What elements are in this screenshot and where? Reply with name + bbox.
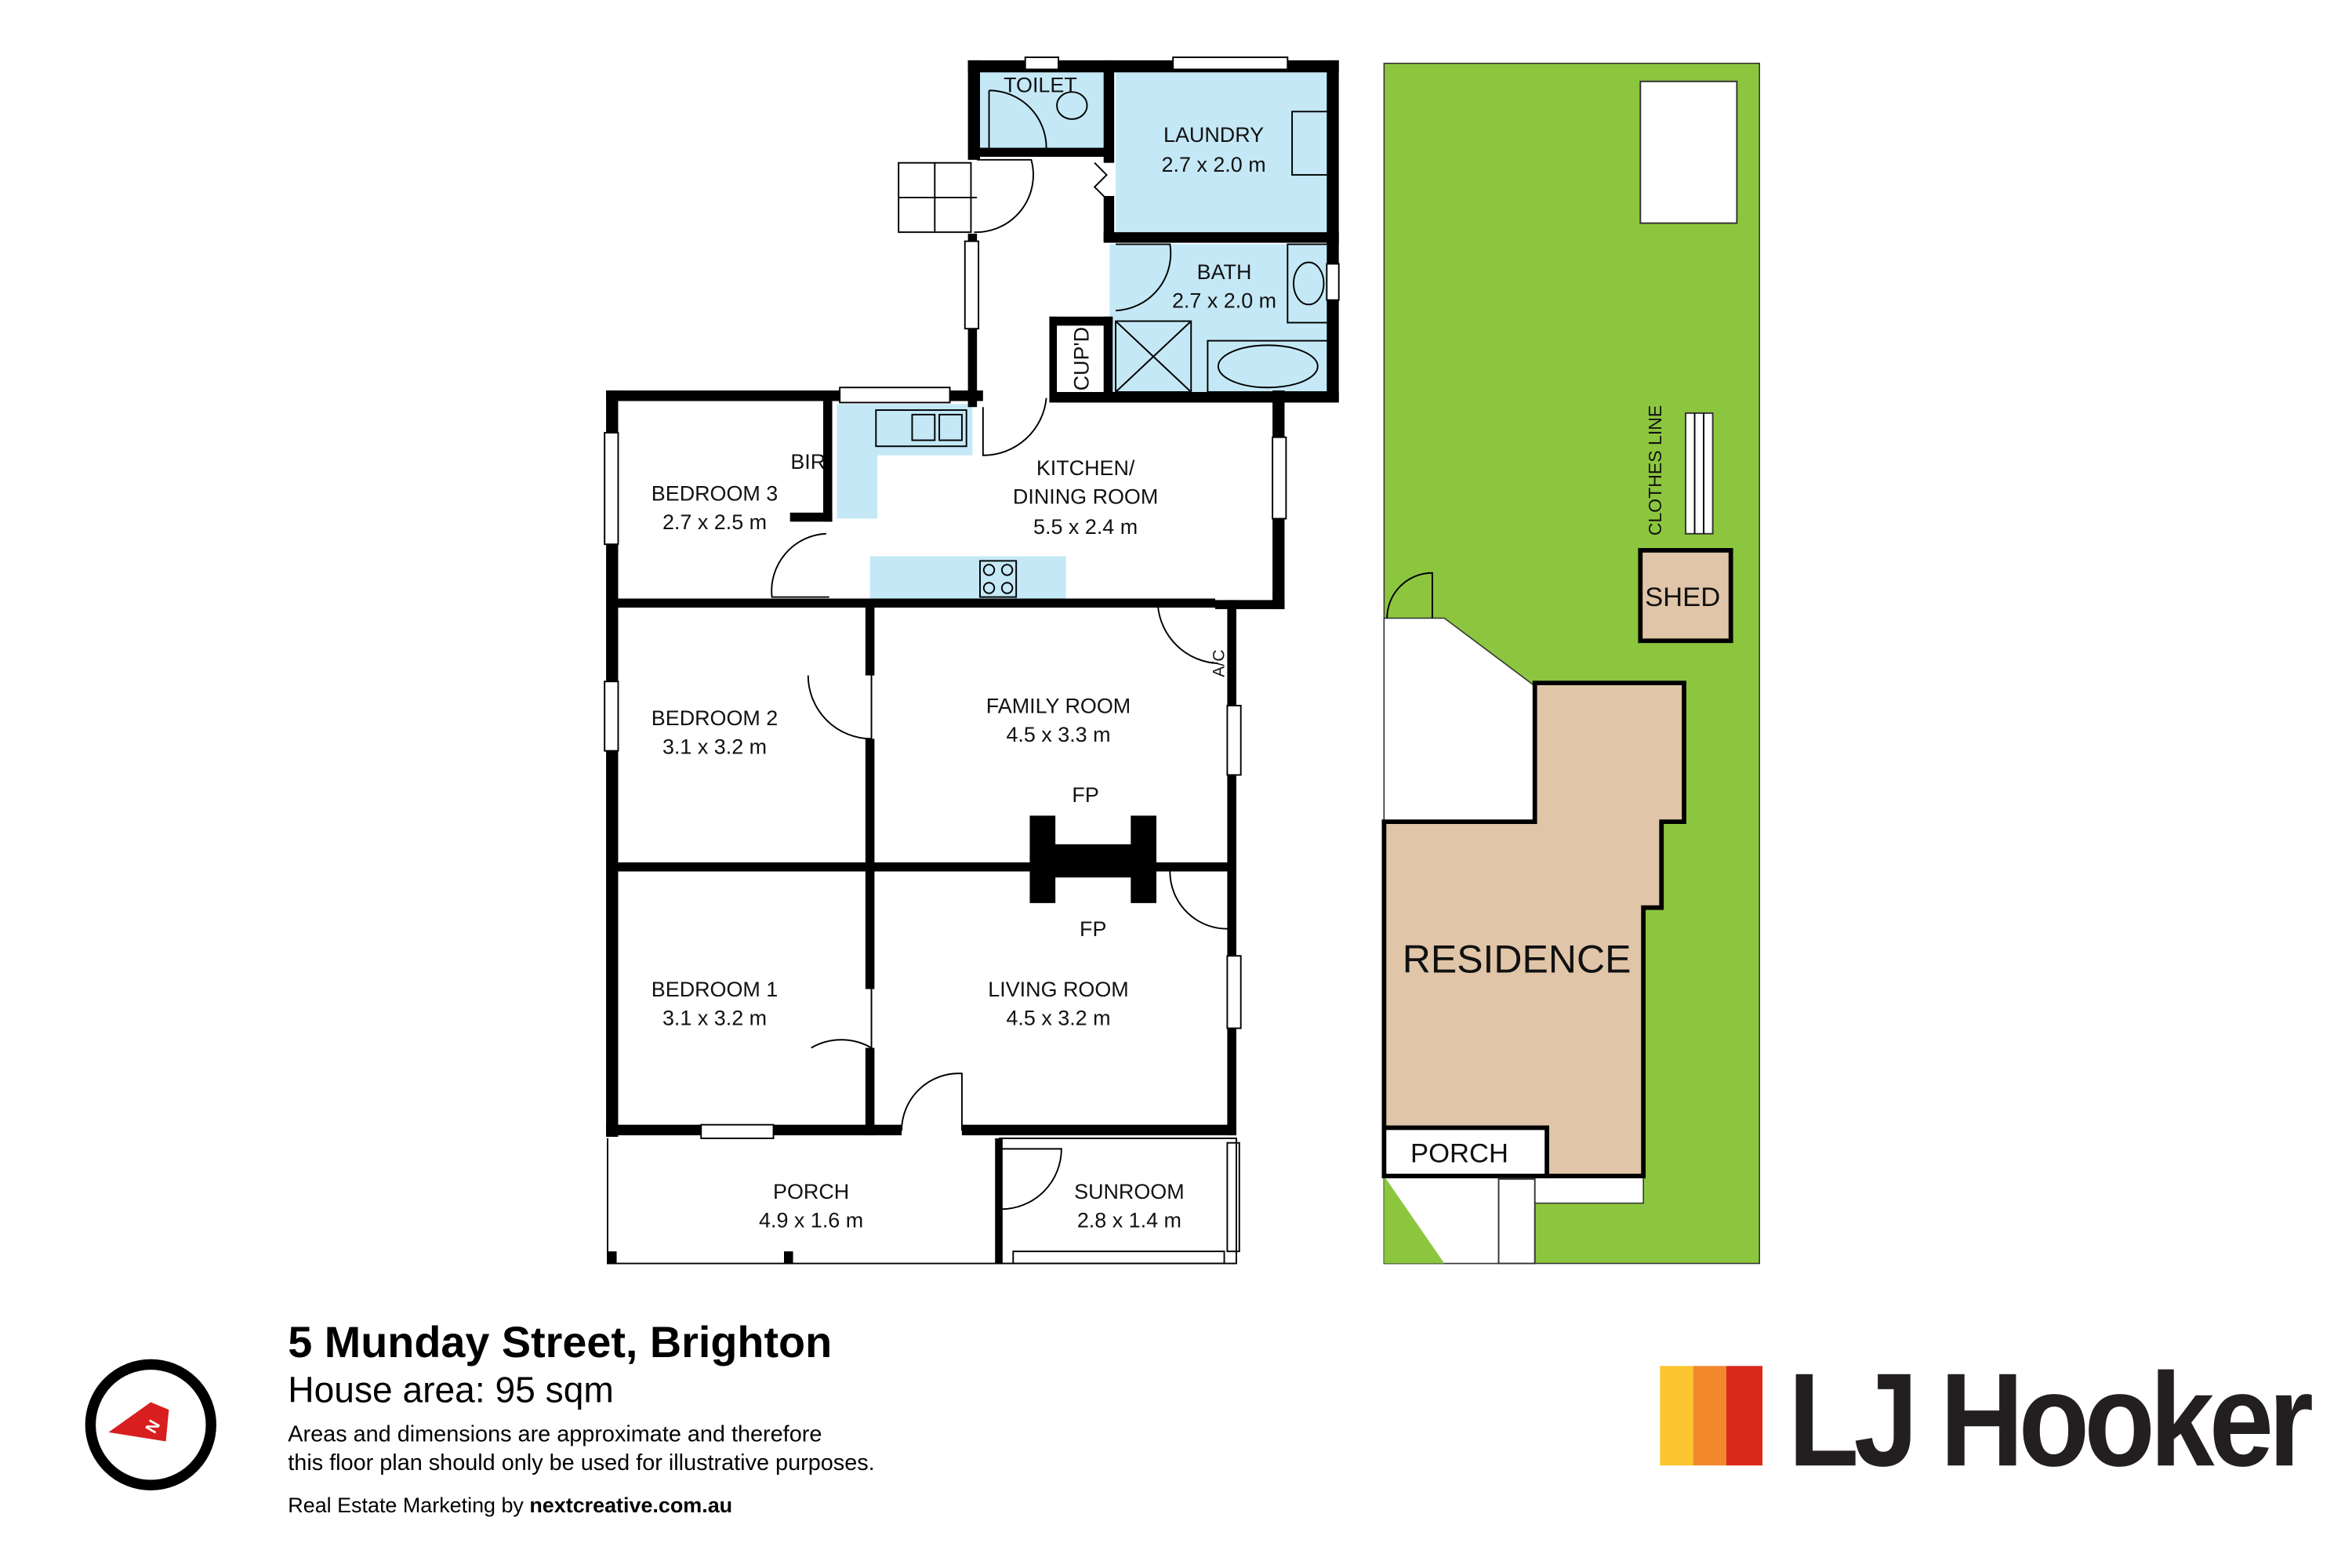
fireplace-icon: [1029, 815, 1156, 903]
room-label-laundry: LAUNDRY: [1163, 123, 1264, 147]
window: [1226, 705, 1242, 776]
sink-icon: [875, 409, 967, 448]
fireplace-label: FP: [1072, 783, 1098, 807]
room-size-bedroom-3: 2.7 x 2.5 m: [662, 510, 767, 534]
room-label-living: LIVING ROOM: [988, 978, 1128, 1001]
logo-bar-red: [1726, 1366, 1763, 1466]
marketing-credit: Real Estate Marketing by nextcreative.co…: [288, 1494, 732, 1517]
room-size-kitchen: 5.5 x 2.4 m: [1033, 515, 1138, 539]
toilet-icon: [1056, 91, 1088, 120]
compass: N: [85, 1359, 216, 1490]
floor-plan: TOILET LAUNDRY 2.7 x 2.0 m BATH 2.7 x 2.…: [604, 56, 1340, 1265]
logo-bar-orange: [1693, 1366, 1726, 1466]
room-label-cupboard: CUP'D: [1069, 327, 1093, 390]
room-label-kitchen: KITCHEN/: [1036, 456, 1135, 480]
logo-bar-yellow: [1660, 1366, 1693, 1466]
bath-floor: [1109, 244, 1330, 392]
residence-label: RESIDENCE: [1403, 937, 1632, 981]
shed-label: SHED: [1645, 583, 1720, 612]
disclaimer-line-2: this floor plan should only be used for …: [288, 1450, 874, 1475]
window: [604, 681, 619, 752]
window: [1012, 1250, 1225, 1265]
room-label-toilet: TOILET: [1004, 73, 1077, 96]
room-label-bedroom-1: BEDROOM 1: [652, 978, 778, 1001]
room-size-bedroom-1: 3.1 x 3.2 m: [662, 1007, 767, 1030]
room-label-bath: BATH: [1197, 260, 1252, 284]
fireplace-label: FP: [1080, 917, 1106, 941]
window: [964, 240, 980, 330]
toilet-floor: [977, 72, 1107, 148]
cooktop-icon: [979, 560, 1018, 598]
clothes-line-icon: [1685, 412, 1714, 535]
window: [1326, 263, 1340, 301]
clothes-line-label: CLOTHES LINE: [1645, 405, 1665, 536]
room-label-dining: DINING ROOM: [1013, 485, 1158, 508]
laundry-floor: [1116, 72, 1330, 233]
room-size-family: 4.5 x 3.3 m: [1006, 723, 1110, 746]
room-size-living: 4.5 x 3.2 m: [1006, 1007, 1110, 1030]
site-plan: CLOTHES LINE SHED RESIDENCE PORCH: [1381, 63, 1760, 1265]
room-size-porch: 4.9 x 1.6 m: [759, 1208, 863, 1232]
marketing-prefix: Real Estate Marketing by: [288, 1494, 529, 1517]
ac-label: A/C: [1210, 650, 1229, 677]
logo-text: LJ Hooker: [1788, 1345, 2313, 1494]
window: [700, 1123, 775, 1139]
site-porch: [1381, 1125, 1549, 1178]
room-label-porch: PORCH: [773, 1180, 849, 1203]
room-size-bath: 2.7 x 2.0 m: [1172, 289, 1276, 312]
disclaimer-line-1: Areas and dimensions are approximate and…: [288, 1421, 822, 1446]
window: [1272, 436, 1287, 520]
lj-hooker-logo: LJ Hooker: [1660, 1345, 2318, 1494]
window: [1226, 955, 1242, 1029]
room-size-bedroom-2: 3.1 x 3.2 m: [662, 735, 767, 759]
outbuilding: [1639, 80, 1738, 224]
kitchen-bench: [837, 404, 973, 519]
room-label-bedroom-3: BEDROOM 3: [652, 481, 778, 505]
north-arrow-icon: [108, 1402, 169, 1442]
window: [1226, 1142, 1240, 1253]
window: [604, 431, 619, 546]
room-size-sunroom: 2.8 x 1.4 m: [1077, 1208, 1181, 1232]
gate-icon: [1386, 572, 1433, 619]
kitchen-island: [869, 556, 1066, 599]
room-label-sunroom: SUNROOM: [1074, 1180, 1185, 1203]
room-label-bedroom-2: BEDROOM 2: [652, 706, 778, 730]
marketing-link[interactable]: nextcreative.com.au: [529, 1494, 732, 1517]
sunroom-outline: [999, 1137, 1237, 1265]
shed: [1638, 548, 1733, 644]
door-swings: [771, 89, 1232, 1210]
room-label-bir: BIR: [790, 450, 826, 474]
window: [839, 387, 951, 404]
property-address: 5 Munday Street, Brighton: [288, 1318, 832, 1367]
room-size-laundry: 2.7 x 2.0 m: [1162, 153, 1266, 176]
path: [1497, 1178, 1536, 1265]
room-label-family: FAMILY ROOM: [986, 695, 1131, 718]
window: [1024, 56, 1059, 71]
site-porch-label: PORCH: [1410, 1139, 1508, 1169]
window: [1172, 56, 1289, 71]
house-area: House area: 95 sqm: [288, 1369, 614, 1410]
